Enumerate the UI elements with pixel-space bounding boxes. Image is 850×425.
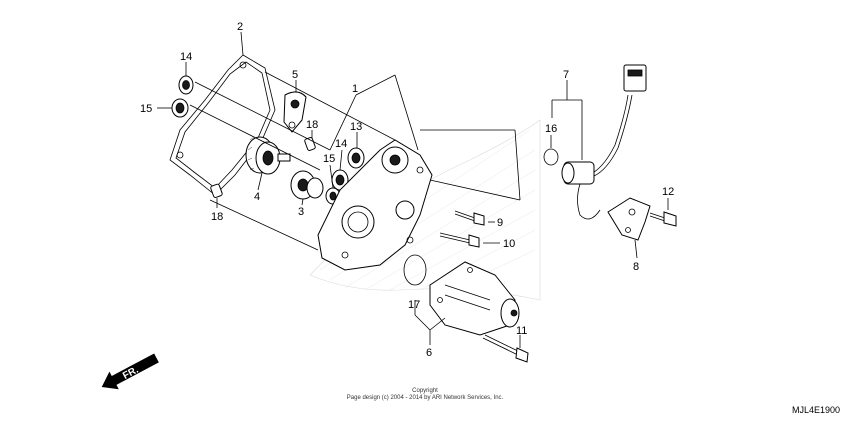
callout-11: 11 [516, 325, 527, 337]
o-ring-part-17[interactable] [403, 254, 427, 286]
bracket-part-8[interactable] [607, 197, 651, 241]
callout-14-center: 14 [335, 138, 347, 150]
gear-part-3[interactable] [290, 170, 324, 200]
callout-6: 6 [426, 347, 432, 359]
copyright-notice: Copyright Page design (c) 2004 - 2014 by… [300, 388, 550, 402]
shift-arm-part-5[interactable] [283, 91, 307, 133]
bolt-part-10[interactable] [439, 232, 480, 248]
bearing-part-14-center[interactable] [331, 169, 349, 191]
bolt-part-9[interactable] [454, 210, 485, 226]
callout-16: 16 [545, 123, 557, 135]
seal-part-15-left[interactable] [171, 98, 189, 118]
leader-lines [157, 31, 669, 348]
sensor-assembly-part-7[interactable] [561, 64, 647, 220]
callout-15-left: 15 [140, 103, 152, 115]
callout-15-center: 15 [323, 153, 335, 165]
bearing-part-13[interactable] [347, 147, 365, 169]
callout-8: 8 [633, 261, 639, 273]
dowel-pin-part-18-lower[interactable] [210, 183, 223, 198]
callout-10: 10 [503, 238, 515, 250]
callout-3: 3 [298, 206, 304, 218]
motor-part-6[interactable] [429, 261, 520, 336]
bolt-part-12[interactable] [649, 211, 677, 227]
copyright-line-2: Page design (c) 2004 - 2014 by ARI Netwo… [346, 395, 504, 401]
front-direction-arrow: FR. [101, 353, 159, 390]
dowel-pin-part-18-upper[interactable] [304, 137, 316, 151]
callout-14-left: 14 [180, 51, 192, 63]
callout-18-upper: 18 [306, 119, 318, 131]
callout-2: 2 [237, 21, 243, 33]
callout-9: 9 [497, 217, 503, 229]
diagram-code: MJL4E1900 [791, 405, 840, 415]
housing-cover-part-1[interactable] [317, 139, 433, 271]
callout-labels: 1 2 3 4 5 6 7 8 9 10 11 12 13 14 14 15 1… [140, 21, 674, 359]
callout-12: 12 [662, 186, 674, 198]
bolt-part-11[interactable] [482, 334, 529, 363]
o-ring-part-16[interactable] [543, 148, 559, 166]
callout-1: 1 [352, 83, 358, 95]
callout-17: 17 [408, 299, 420, 311]
gear-part-4[interactable] [245, 136, 291, 175]
bearing-part-14-left[interactable] [178, 75, 194, 95]
callout-5: 5 [292, 69, 298, 81]
callout-7: 7 [563, 69, 569, 81]
callout-4: 4 [254, 191, 260, 203]
copyright-line-1: Copyright [412, 388, 438, 394]
callout-18-lower: 18 [211, 211, 223, 223]
callout-13: 13 [350, 121, 362, 133]
